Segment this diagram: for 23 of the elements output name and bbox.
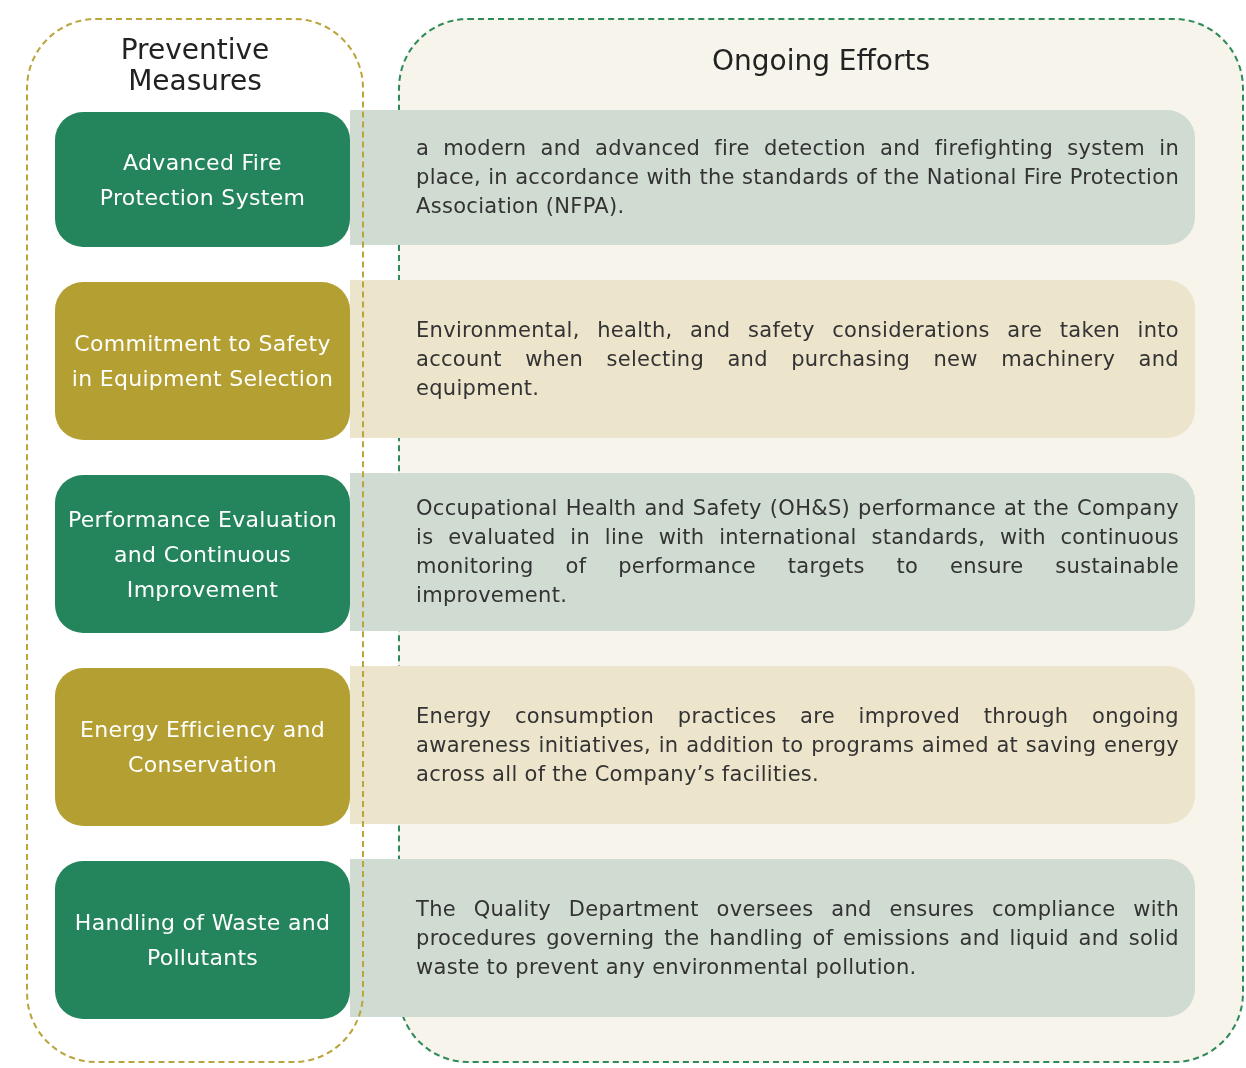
column-heading: Preventive Measures [119,34,271,96]
column-heading: Ongoing Efforts [710,45,932,76]
description-band [350,666,1195,824]
category-label: Energy Efficiency and Conservation [79,716,326,779]
description-band [350,473,1195,631]
category-label: Commitment to Safety in Equipment Selection [70,330,335,393]
category-box [55,861,350,1019]
column-panel [26,18,364,1063]
description-text: Environmental, health, and safety considerations are taken into account when selecting and purchasing new machinery and equipment. [416,316,1179,402]
category-box [55,475,350,633]
category-box [55,668,350,826]
description-band [350,110,1195,245]
category-box [55,112,350,247]
description-text: Energy consumption practices are improved through ongoing awareness initiatives, in addition to programs aimed at saving energy across all of the Company’s facilities. [416,702,1179,788]
description-text: a modern and advanced fire detection and firefighting system in place, in accordance with the standards of the National Fire Protection Association (NFPA). [416,135,1179,220]
description-band [350,859,1195,1017]
category-box [55,282,350,440]
category-label: Advanced Fire Protection System [98,148,307,212]
description-band [350,280,1195,438]
category-label: Performance Evaluation and Continuous Improvement [66,505,339,604]
description-text: Occupational Health and Safety (OH&S) performance at the Company is evaluated in line with international standards, with continuous monitoring of performance targets to ensure sustainable improvement. [416,495,1179,609]
category-label: Handling of Waste and Pollutants [73,909,332,972]
description-text: The Quality Department oversees and ensures compliance with procedures governing the handling of emissions and liquid and solid waste to prevent any environmental pollution. [416,895,1179,981]
